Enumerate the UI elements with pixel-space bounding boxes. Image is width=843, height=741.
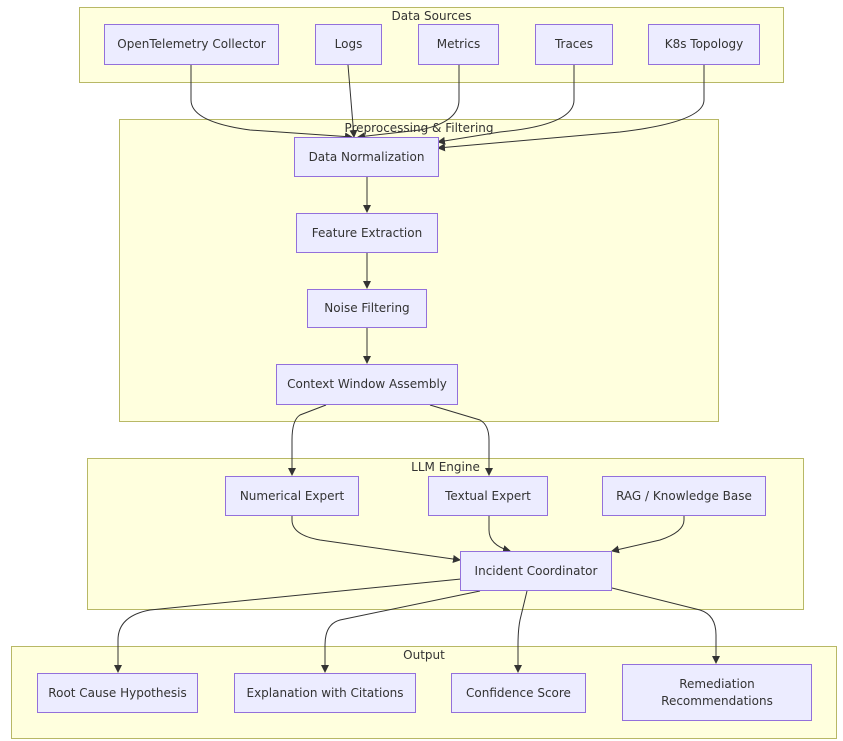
node-label: Feature Extraction (311, 225, 423, 240)
node-opentelemetry-collector[interactable]: OpenTelemetry Collector (104, 24, 279, 65)
cluster-title-preprocessing: Preprocessing & Filtering (344, 121, 494, 135)
node-numerical-expert[interactable]: Numerical Expert (225, 476, 359, 516)
node-label: Textual Expert (445, 488, 531, 503)
node-remediation-recommendations[interactable]: Remediation Recommendations (622, 664, 812, 721)
node-rag-knowledge-base[interactable]: RAG / Knowledge Base (602, 476, 766, 516)
node-logs[interactable]: Logs (315, 24, 382, 65)
node-label: Remediation Recommendations (661, 676, 773, 708)
cluster-title-output: Output (403, 648, 445, 662)
node-label: Logs (334, 37, 363, 51)
node-context-window-assembly[interactable]: Context Window Assembly (276, 364, 458, 405)
node-label: Data Normalization (308, 149, 425, 164)
node-data-normalization[interactable]: Data Normalization (294, 137, 439, 177)
node-confidence-score[interactable]: Confidence Score (451, 673, 586, 713)
node-label: Noise Filtering (324, 301, 410, 315)
node-label: Traces (554, 37, 594, 51)
node-label: K8s Topology (664, 37, 744, 51)
node-label: OpenTelemetry Collector (117, 37, 266, 51)
node-label: RAG / Knowledge Base (616, 488, 752, 503)
node-feature-extraction[interactable]: Feature Extraction (296, 213, 438, 253)
node-explanation-with-citations[interactable]: Explanation with Citations (234, 673, 416, 713)
node-textual-expert[interactable]: Textual Expert (428, 476, 548, 516)
cluster-title-llm-engine: LLM Engine (411, 460, 480, 474)
node-metrics[interactable]: Metrics (418, 24, 499, 65)
node-noise-filtering[interactable]: Noise Filtering (307, 289, 427, 328)
node-label: Numerical Expert (239, 488, 345, 503)
node-label: Context Window Assembly (287, 377, 447, 391)
node-label: Incident Coordinator (474, 563, 598, 578)
node-incident-coordinator[interactable]: Incident Coordinator (460, 551, 612, 591)
node-label: Explanation with Citations (246, 685, 404, 700)
node-label: Root Cause Hypothesis (48, 685, 187, 700)
cluster-title-data-sources: Data Sources (391, 9, 472, 23)
node-traces[interactable]: Traces (535, 24, 613, 65)
node-label: Metrics (436, 37, 481, 51)
node-root-cause-hypothesis[interactable]: Root Cause Hypothesis (37, 673, 198, 713)
node-label: Confidence Score (466, 685, 571, 700)
node-k8s-topology[interactable]: K8s Topology (648, 24, 760, 65)
